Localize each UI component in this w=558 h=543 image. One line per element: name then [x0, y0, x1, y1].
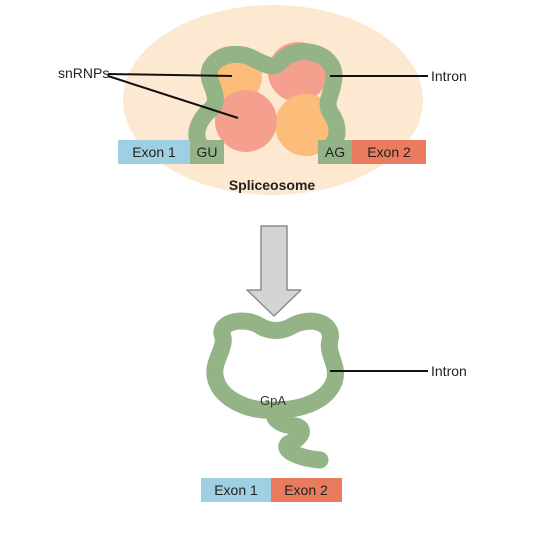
exon2-top-label: Exon 2	[367, 144, 411, 160]
spliceosome-label: Spliceosome	[229, 177, 316, 193]
intron-lariat	[206, 312, 344, 469]
gu-label: GU	[197, 144, 218, 160]
snrnps-leader-1	[107, 73, 233, 77]
down-arrow-icon	[246, 225, 302, 317]
lariat-panel: GpA Intron Exon 1 Exon 2	[201, 312, 467, 502]
spliceosome-body	[123, 5, 423, 195]
gpa-label: GpA	[260, 393, 286, 408]
exon2-bottom-label: Exon 2	[284, 482, 328, 498]
intron-loop-top	[188, 43, 346, 161]
top-exon-bar: Exon 1 GU AG Exon 2	[118, 140, 426, 164]
exon2-top-box	[352, 140, 426, 164]
snrnp-bottom-left	[215, 90, 277, 152]
exon1-top-label: Exon 1	[132, 144, 176, 160]
exon1-bottom-box	[201, 478, 271, 502]
ag-site-box	[318, 140, 352, 164]
ag-label: AG	[325, 144, 345, 160]
intron-bottom-label: Intron	[431, 363, 467, 379]
exon2-bottom-box	[271, 478, 342, 502]
snrnps-label: snRNPs	[58, 65, 109, 81]
spliceosome-panel: Exon 1 GU AG Exon 2 Spliceosome snRNPs I…	[58, 5, 467, 195]
exon1-top-box	[118, 140, 190, 164]
process-arrow	[246, 225, 302, 317]
gu-site-box	[190, 140, 224, 164]
intron-top-label: Intron	[431, 68, 467, 84]
exon1-bottom-label: Exon 1	[214, 482, 258, 498]
bottom-exon-bar: Exon 1 Exon 2	[201, 478, 342, 502]
snrnps-leader-2	[107, 75, 239, 119]
